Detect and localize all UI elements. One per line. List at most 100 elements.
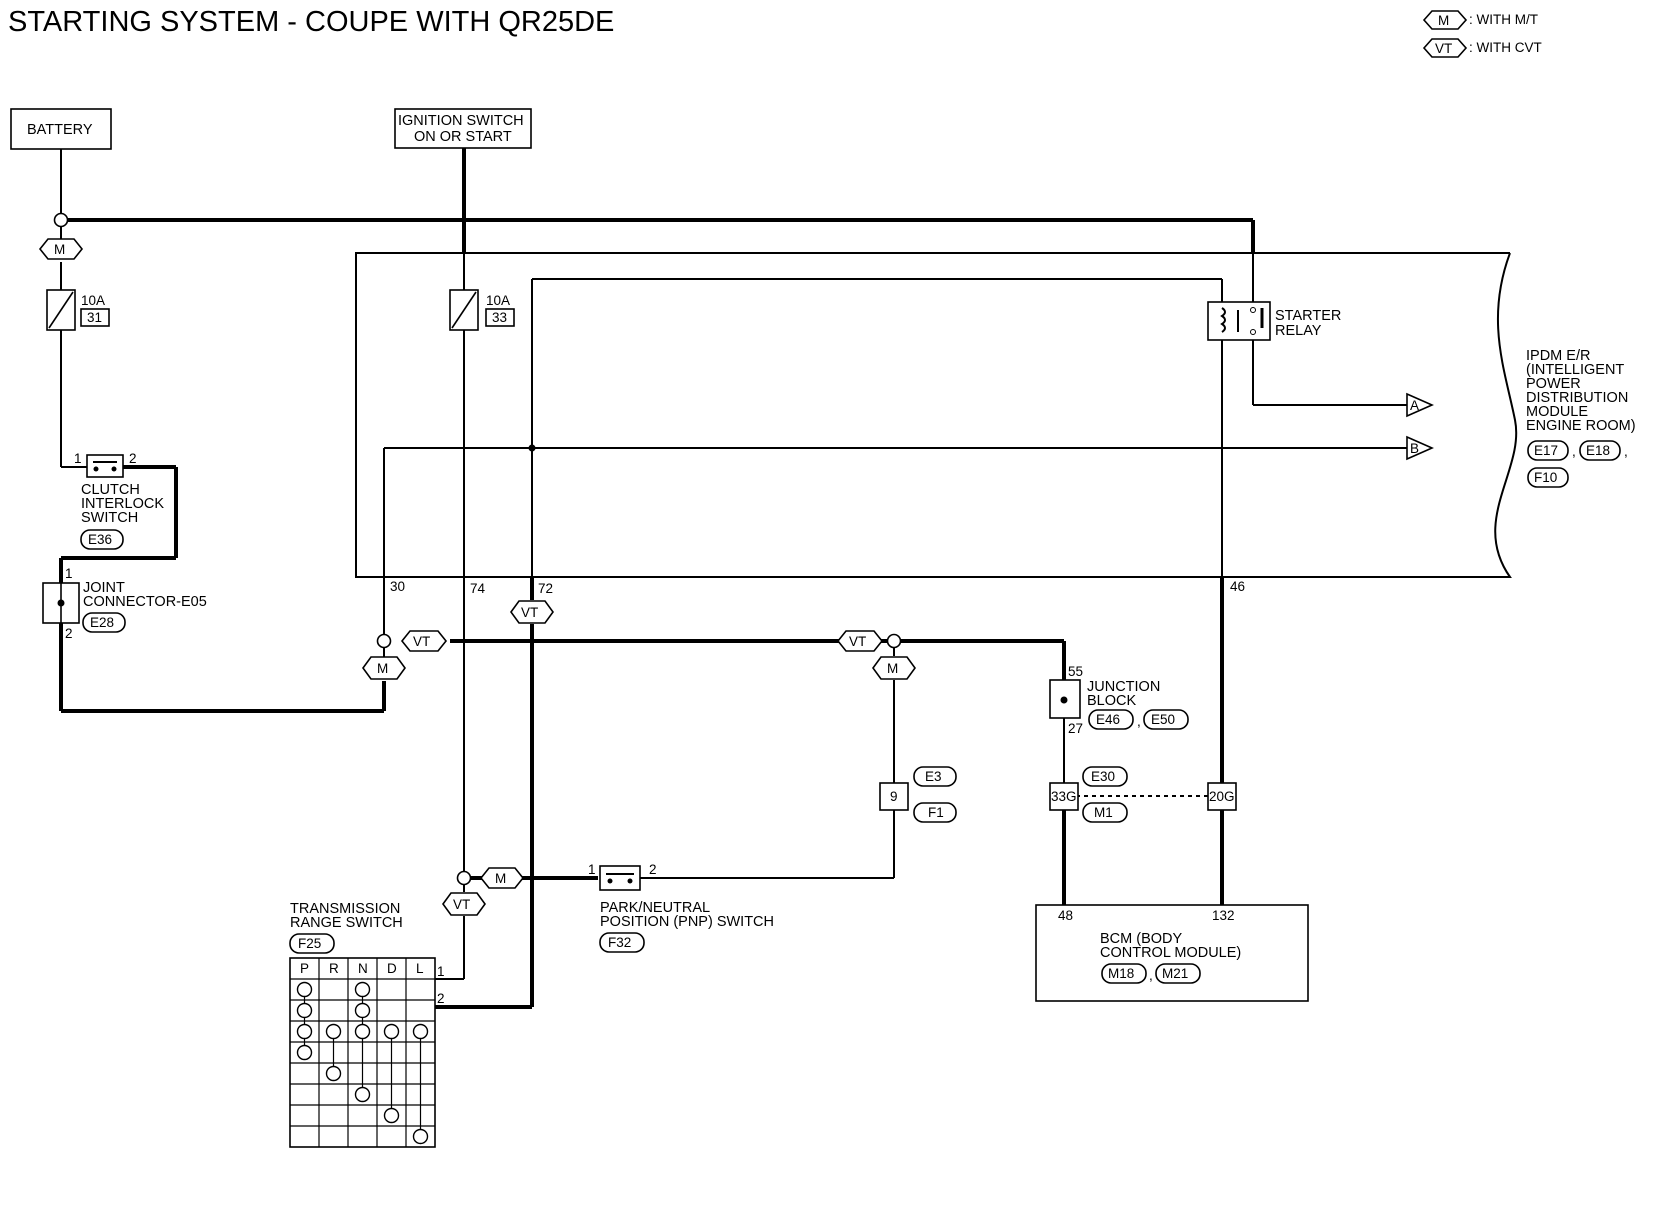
svg-text:1: 1 xyxy=(74,451,82,466)
trs-position-P: P xyxy=(300,961,309,976)
svg-text:E18: E18 xyxy=(1586,443,1610,458)
ignition-label-1: IGNITION SWITCH xyxy=(398,113,524,129)
svg-text:55: 55 xyxy=(1068,664,1083,679)
svg-text:RANGE SWITCH: RANGE SWITCH xyxy=(290,915,403,931)
svg-text:,: , xyxy=(1137,714,1141,729)
svg-text:INTERLOCK: INTERLOCK xyxy=(81,496,164,512)
connector-e30-m1: 33G 20G E30 M1 xyxy=(1049,766,1237,823)
svg-text:27: 27 xyxy=(1068,721,1083,736)
svg-text:E36: E36 xyxy=(88,532,112,547)
svg-text:F25: F25 xyxy=(298,936,321,951)
svg-text:E28: E28 xyxy=(90,615,114,630)
fuse-33: 10A 33 xyxy=(449,289,515,331)
svg-text:10A: 10A xyxy=(486,293,510,308)
svg-text:POWER: POWER xyxy=(1526,376,1581,392)
legend-vt-code: VT xyxy=(1435,41,1452,56)
joint-connector: 1 2 JOINT CONNECTOR-E05 E28 xyxy=(42,566,207,641)
svg-text:48: 48 xyxy=(1058,908,1073,923)
svg-text:M1: M1 xyxy=(1094,805,1113,820)
option-badges: M M VT VT VT M M VT xyxy=(38,238,916,916)
svg-text:20G: 20G xyxy=(1209,789,1235,804)
svg-text:MODULE: MODULE xyxy=(1526,404,1588,420)
svg-text:VT: VT xyxy=(453,897,470,912)
svg-text:(INTELLIGENT: (INTELLIGENT xyxy=(1526,362,1624,378)
svg-text:1: 1 xyxy=(588,862,596,877)
svg-text:10A: 10A xyxy=(81,293,105,308)
trs-position-D: D xyxy=(387,961,397,976)
svg-text:M: M xyxy=(377,661,388,676)
svg-text:M18: M18 xyxy=(1108,966,1134,981)
svg-text:JUNCTION: JUNCTION xyxy=(1087,679,1160,695)
svg-text:2: 2 xyxy=(649,862,657,877)
legend-m-text: : WITH M/T xyxy=(1469,12,1538,27)
svg-text:A: A xyxy=(1410,398,1419,413)
svg-text:F10: F10 xyxy=(1534,470,1557,485)
svg-text:M: M xyxy=(887,661,898,676)
svg-text:VT: VT xyxy=(413,634,430,649)
svg-text:E50: E50 xyxy=(1151,712,1175,727)
svg-text:STARTER: STARTER xyxy=(1275,308,1341,324)
svg-text:,: , xyxy=(1149,968,1153,983)
splices xyxy=(53,212,902,886)
svg-text:CONNECTOR-E05: CONNECTOR-E05 xyxy=(83,594,207,610)
svg-text:E30: E30 xyxy=(1091,769,1115,784)
svg-text:BCM (BODY: BCM (BODY xyxy=(1100,931,1183,947)
ignition-box xyxy=(394,108,532,149)
svg-text:E3: E3 xyxy=(925,769,942,784)
connector-e3-f1: 9 E3 F1 xyxy=(879,766,957,823)
svg-text:VT: VT xyxy=(849,634,866,649)
svg-text:SWITCH: SWITCH xyxy=(81,510,138,526)
svg-text:PARK/NEUTRAL: PARK/NEUTRAL xyxy=(600,900,710,916)
svg-text:9: 9 xyxy=(890,789,898,804)
trs-position-R: R xyxy=(329,961,339,976)
trs-position-N: N xyxy=(358,961,368,976)
svg-text:DISTRIBUTION: DISTRIBUTION xyxy=(1526,390,1628,406)
arrow-b: B xyxy=(1406,435,1434,461)
svg-text:F32: F32 xyxy=(608,935,631,950)
svg-text:M: M xyxy=(54,242,65,257)
wires xyxy=(59,148,1407,1009)
svg-text:2: 2 xyxy=(129,451,137,466)
ipdm-module-outline xyxy=(355,252,1518,578)
bcm: 48 132 BCM (BODY CONTROL MODULE) M18 , M… xyxy=(1035,904,1309,1002)
svg-text:M: M xyxy=(495,871,506,886)
svg-text:ENGINE ROOM): ENGINE ROOM) xyxy=(1526,418,1636,434)
fuse-31: 10A 31 xyxy=(46,289,110,331)
svg-text:2: 2 xyxy=(65,626,73,641)
svg-text:1: 1 xyxy=(65,566,73,581)
svg-text:IPDM E/R: IPDM E/R xyxy=(1526,348,1590,364)
svg-text:VT: VT xyxy=(521,605,538,620)
svg-text:POSITION (PNP) SWITCH: POSITION (PNP) SWITCH xyxy=(600,914,774,930)
pin-30: 30 xyxy=(390,579,405,594)
trs-position-L: L xyxy=(416,961,424,976)
ignition-label-2: ON OR START xyxy=(414,129,512,145)
battery-label: BATTERY xyxy=(27,122,93,138)
svg-text:2: 2 xyxy=(437,991,445,1006)
arrow-a: A xyxy=(1406,392,1434,418)
svg-text:33: 33 xyxy=(492,310,507,325)
starter-relay: STARTER RELAY xyxy=(1207,301,1341,341)
pin-72: 72 xyxy=(538,581,553,596)
svg-text:BLOCK: BLOCK xyxy=(1087,693,1136,709)
battery-box xyxy=(10,108,112,150)
svg-text:,: , xyxy=(1624,444,1628,459)
transmission-range-switch: TRANSMISSION RANGE SWITCH F25 1 2 P R N D L xyxy=(289,901,532,1148)
svg-text:TRANSMISSION: TRANSMISSION xyxy=(290,901,400,917)
ipdm-label: IPDM E/R (INTELLIGENT POWER DISTRIBUTION… xyxy=(1526,348,1636,488)
svg-text:JOINT: JOINT xyxy=(83,580,125,596)
svg-text:132: 132 xyxy=(1212,908,1235,923)
svg-text:CONTROL MODULE): CONTROL MODULE) xyxy=(1100,945,1241,961)
legend: M : WITH M/T VT : WITH CVT xyxy=(1422,10,1542,58)
pin-74: 74 xyxy=(470,581,486,596)
svg-text:31: 31 xyxy=(87,310,102,325)
junction-block: 55 27 JUNCTION BLOCK E46 , E50 xyxy=(1049,664,1189,736)
svg-text:CLUTCH: CLUTCH xyxy=(81,482,140,498)
svg-text:M21: M21 xyxy=(1162,966,1188,981)
svg-text:B: B xyxy=(1410,441,1419,456)
svg-text:1: 1 xyxy=(437,964,445,979)
legend-vt-text: : WITH CVT xyxy=(1469,40,1542,55)
svg-text:E17: E17 xyxy=(1534,443,1558,458)
svg-text:RELAY: RELAY xyxy=(1275,323,1322,339)
clutch-interlock-switch: 1 2 CLUTCH INTERLOCK SWITCH E36 xyxy=(74,451,164,550)
